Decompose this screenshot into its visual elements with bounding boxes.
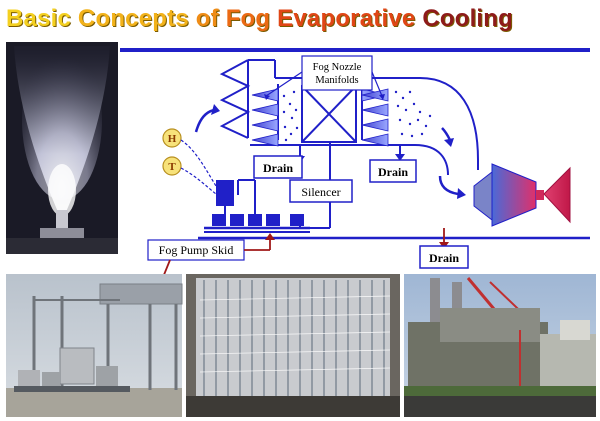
silencer-label: Silencer (301, 185, 340, 199)
silencer-box (301, 85, 357, 143)
manifolds-label-line1: Fog Nozzle (313, 62, 362, 73)
title-word-6: Cooling (422, 5, 514, 32)
drain-label-1: Drain (263, 161, 293, 175)
drain-label-3: Drain (429, 251, 459, 265)
nozzle-manifold-right (361, 84, 389, 147)
title-word-5: Evaporative (277, 5, 416, 32)
fog-pump-skid (204, 180, 310, 233)
power-plant-site-photo (404, 274, 596, 417)
fog-nozzle-manifolds-callout: Fog Nozzle Manifolds (264, 55, 385, 100)
title-word-2: Concepts (77, 5, 189, 32)
drain-bottom: Drain (419, 228, 469, 269)
fog-droplets-left (282, 90, 299, 142)
silencer-label-box (289, 179, 353, 203)
pump-skid-installation-photo (6, 274, 183, 417)
drain-label-2: Drain (378, 165, 408, 179)
fog-pump-skid-label: Fog Pump Skid (159, 243, 234, 257)
title-word-4: Fog (225, 5, 271, 32)
slide-title: Basic Concepts of Fog Evaporative Coolin… (6, 2, 600, 36)
nozzle-manifold-left (251, 84, 279, 147)
drain-center: Drain (253, 145, 305, 179)
inlet-louvers (219, 59, 276, 139)
nozzle-manifold-rack-photo (186, 274, 400, 417)
gas-turbine-icon (473, 163, 571, 227)
drain-right: Drain (369, 145, 417, 183)
sensor-h-label: H (168, 133, 177, 145)
fog-spray-nozzle-photo (6, 40, 118, 254)
sensor-t-label: T (168, 161, 176, 173)
title-word-3: of (195, 5, 219, 32)
title-word-1: Basic (6, 5, 72, 32)
humidity-sensor: H (162, 128, 217, 187)
temperature-sensor: T (162, 156, 217, 195)
duct-lines (120, 48, 590, 240)
fog-droplets-right (394, 90, 432, 138)
airflow-arrowheads (211, 104, 466, 199)
manifolds-label-line2: Manifolds (315, 75, 358, 86)
